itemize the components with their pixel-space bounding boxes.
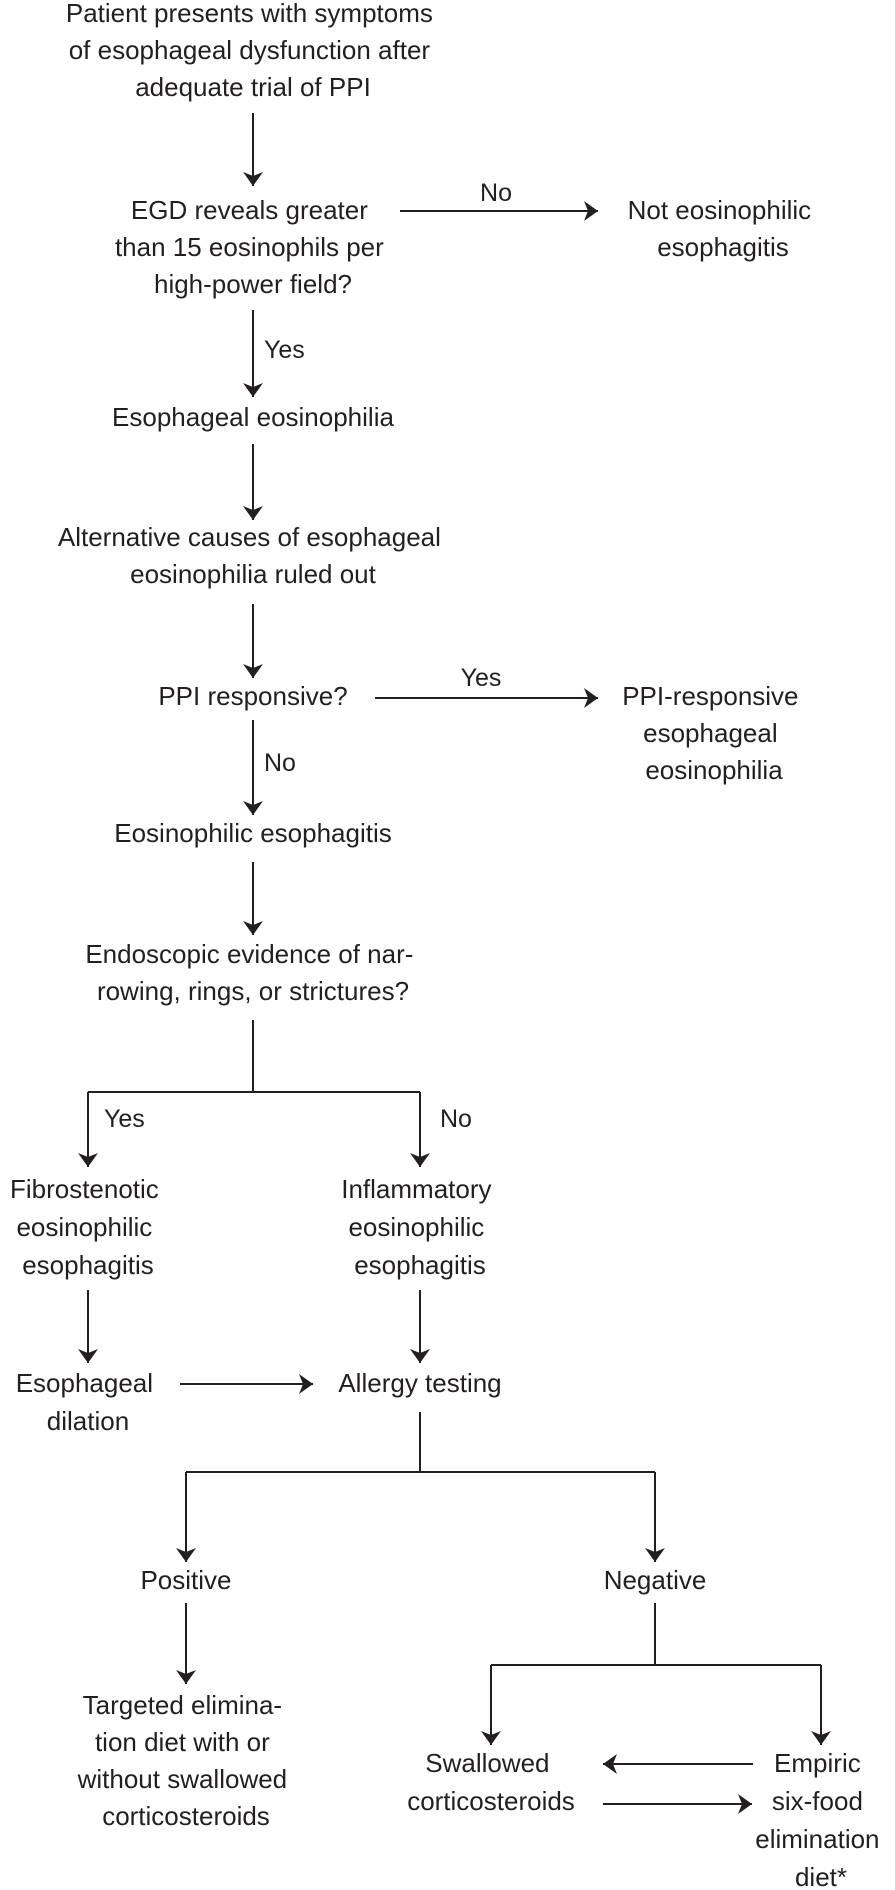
connector-allergy-split: [186, 1412, 655, 1473]
node-endoscopic-evidence-line: rowing, rings, or strictures?: [97, 976, 409, 1006]
edge-label-egd-yes: Yes: [264, 336, 305, 364]
node-eosinophilic-esophagitis-line: Eosinophilic esophagitis: [114, 818, 392, 848]
edge-label-egd-no: No: [480, 179, 512, 207]
node-inflammatory: Inflammatory eosinophilic esophagitis: [341, 1174, 499, 1280]
node-egd-line: than 15 eosinophils per: [115, 232, 384, 262]
node-fibrostenotic-line: esophagitis: [22, 1250, 154, 1280]
node-swallowed-corticosteroids: Swallowed corticosteroids: [407, 1748, 575, 1816]
node-esophageal-eosinophilia-line: Esophageal eosinophilia: [112, 402, 394, 432]
node-inflammatory-line: esophagitis: [354, 1250, 486, 1280]
node-esophageal-dilation-line: dilation: [47, 1406, 129, 1436]
node-targeted-line: without swallowed: [77, 1764, 288, 1794]
node-eosinophilic-esophagitis: Eosinophilic esophagitis: [114, 818, 392, 848]
node-egd-line: EGD reveals greater: [131, 195, 368, 225]
node-targeted-elimination-diet: Targeted elimina- tion diet with or with…: [77, 1690, 295, 1831]
node-allergy-testing-line: Allergy testing: [338, 1368, 501, 1398]
node-negative-line: Negative: [604, 1565, 707, 1595]
node-start-line: of esophageal dysfunction after: [69, 35, 431, 65]
edge-label-endo-no: No: [440, 1105, 472, 1133]
node-not-eoe: Not eosinophilic esophagitis: [628, 195, 819, 262]
node-empiric-six-food-diet: Empiric six-food elimination diet*: [755, 1748, 887, 1890]
node-swallowed-line: corticosteroids: [407, 1786, 575, 1816]
node-targeted-line: corticosteroids: [102, 1801, 270, 1831]
connector-endoscopic-split: [88, 1020, 420, 1093]
node-start-line: Patient presents with symptoms: [66, 0, 433, 28]
node-inflammatory-line: Inflammatory: [341, 1174, 491, 1204]
node-inflammatory-line: eosinophilic: [348, 1212, 484, 1242]
node-ppi-responsive-eosinophilia-line: eosinophilia: [645, 755, 783, 785]
node-not-eoe-line: esophagitis: [657, 232, 789, 262]
node-egd-question: EGD reveals greater than 15 eosinophils …: [115, 195, 391, 299]
node-ppi-responsive-eosinophilia-line: esophageal: [643, 718, 777, 748]
node-empiric-line: six-food: [772, 1786, 863, 1816]
edge-label-endo-yes: Yes: [104, 1105, 145, 1133]
node-negative: Negative: [604, 1565, 707, 1595]
node-swallowed-line: Swallowed: [425, 1748, 549, 1778]
node-targeted-line: Targeted elimina-: [83, 1690, 282, 1720]
node-positive: Positive: [140, 1565, 231, 1595]
node-fibrostenotic-line: eosinophilic: [16, 1212, 152, 1242]
node-alternative-causes: Alternative causes of esophageal eosinop…: [58, 522, 448, 589]
node-ppi-responsive-eosinophilia: PPI-responsive esophageal eosinophilia: [622, 681, 806, 785]
node-fibrostenotic-line: Fibrostenotic: [10, 1174, 159, 1204]
node-endoscopic-evidence-question: Endoscopic evidence of nar- rowing, ring…: [85, 939, 420, 1006]
node-empiric-line: diet*: [795, 1862, 847, 1890]
connector-negative-split: [491, 1603, 821, 1666]
node-positive-line: Positive: [140, 1565, 231, 1595]
node-start-line: adequate trial of PPI: [135, 72, 371, 102]
node-empiric-line: Empiric: [774, 1748, 861, 1778]
node-esophageal-dilation-line: Esophageal: [16, 1368, 153, 1398]
node-targeted-line: tion diet with or: [95, 1727, 270, 1757]
node-alternative-causes-line: eosinophilia ruled out: [130, 559, 377, 589]
node-empiric-line: elimination: [755, 1824, 879, 1854]
node-egd-line: high-power field?: [154, 269, 352, 299]
edge-label-ppi-yes: Yes: [461, 664, 502, 692]
node-ppi-responsive-eosinophilia-line: PPI-responsive: [622, 681, 798, 711]
node-start: Patient presents with symptoms of esopha…: [66, 0, 440, 102]
node-esophageal-eosinophilia: Esophageal eosinophilia: [112, 402, 394, 432]
node-allergy-testing: Allergy testing: [338, 1368, 501, 1398]
node-ppi-responsive-question: PPI responsive?: [158, 681, 347, 711]
node-alternative-causes-line: Alternative causes of esophageal: [58, 522, 441, 552]
node-esophageal-dilation: Esophageal dilation: [16, 1368, 161, 1436]
edge-label-ppi-no: No: [264, 749, 296, 777]
node-fibrostenotic: Fibrostenotic eosinophilic esophagitis: [10, 1174, 166, 1280]
node-ppi-responsive-question-line: PPI responsive?: [158, 681, 347, 711]
node-endoscopic-evidence-line: Endoscopic evidence of nar-: [85, 939, 413, 969]
node-not-eoe-line: Not eosinophilic: [628, 195, 812, 225]
